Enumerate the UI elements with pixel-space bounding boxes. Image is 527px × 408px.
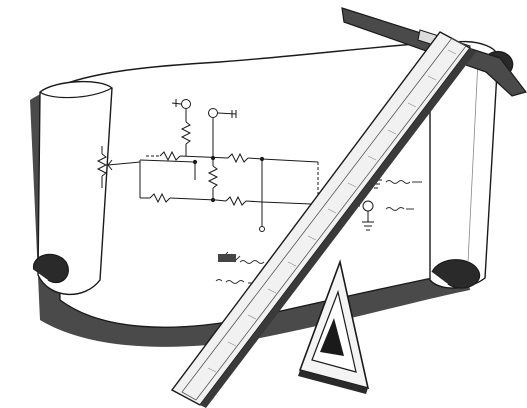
t-square-icon (170, 7, 527, 408)
left-roll-top (39, 87, 113, 99)
terminal (181, 99, 191, 109)
schematic-icon (96, 99, 382, 232)
terminal (208, 108, 218, 118)
right-roll-curl-bottom (431, 259, 481, 289)
left-roll (37, 80, 113, 296)
triangle-icon (298, 259, 370, 394)
right-roll-seam (467, 59, 479, 263)
left-roll-curl (33, 253, 69, 284)
